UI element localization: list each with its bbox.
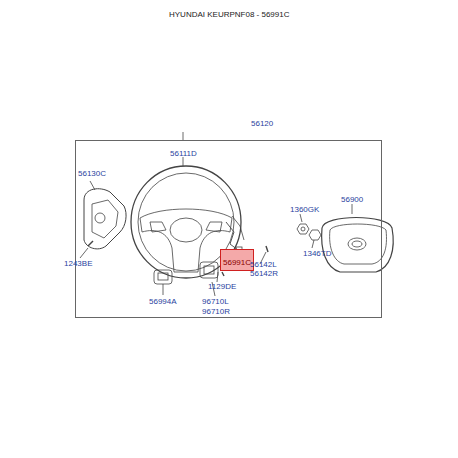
callout-number: 56994A	[149, 297, 177, 306]
callout-number: 56142L	[250, 260, 277, 269]
callout-number: 1129DE	[208, 282, 236, 291]
callout-number: 96710L	[202, 297, 229, 306]
callout-number: 56900	[341, 195, 363, 204]
callout-number: 56142R	[250, 269, 278, 278]
callout-number: 1360GK	[290, 205, 319, 214]
part-number: 56120	[251, 119, 273, 128]
callout-number: 96710R	[202, 307, 230, 316]
callout-number: 56130C	[78, 169, 106, 178]
assembly-frame: 5612056991C	[75, 140, 382, 318]
part-number: 56991C	[223, 258, 251, 267]
highlighted-part: 56991C	[220, 249, 254, 271]
callout-number: 56111D	[170, 149, 197, 158]
callout-number: 1346TD	[303, 249, 331, 258]
callout-number: 1243BE	[64, 259, 92, 268]
page-title: HYUNDAI KEURPNF08 - 56991C	[169, 10, 289, 19]
